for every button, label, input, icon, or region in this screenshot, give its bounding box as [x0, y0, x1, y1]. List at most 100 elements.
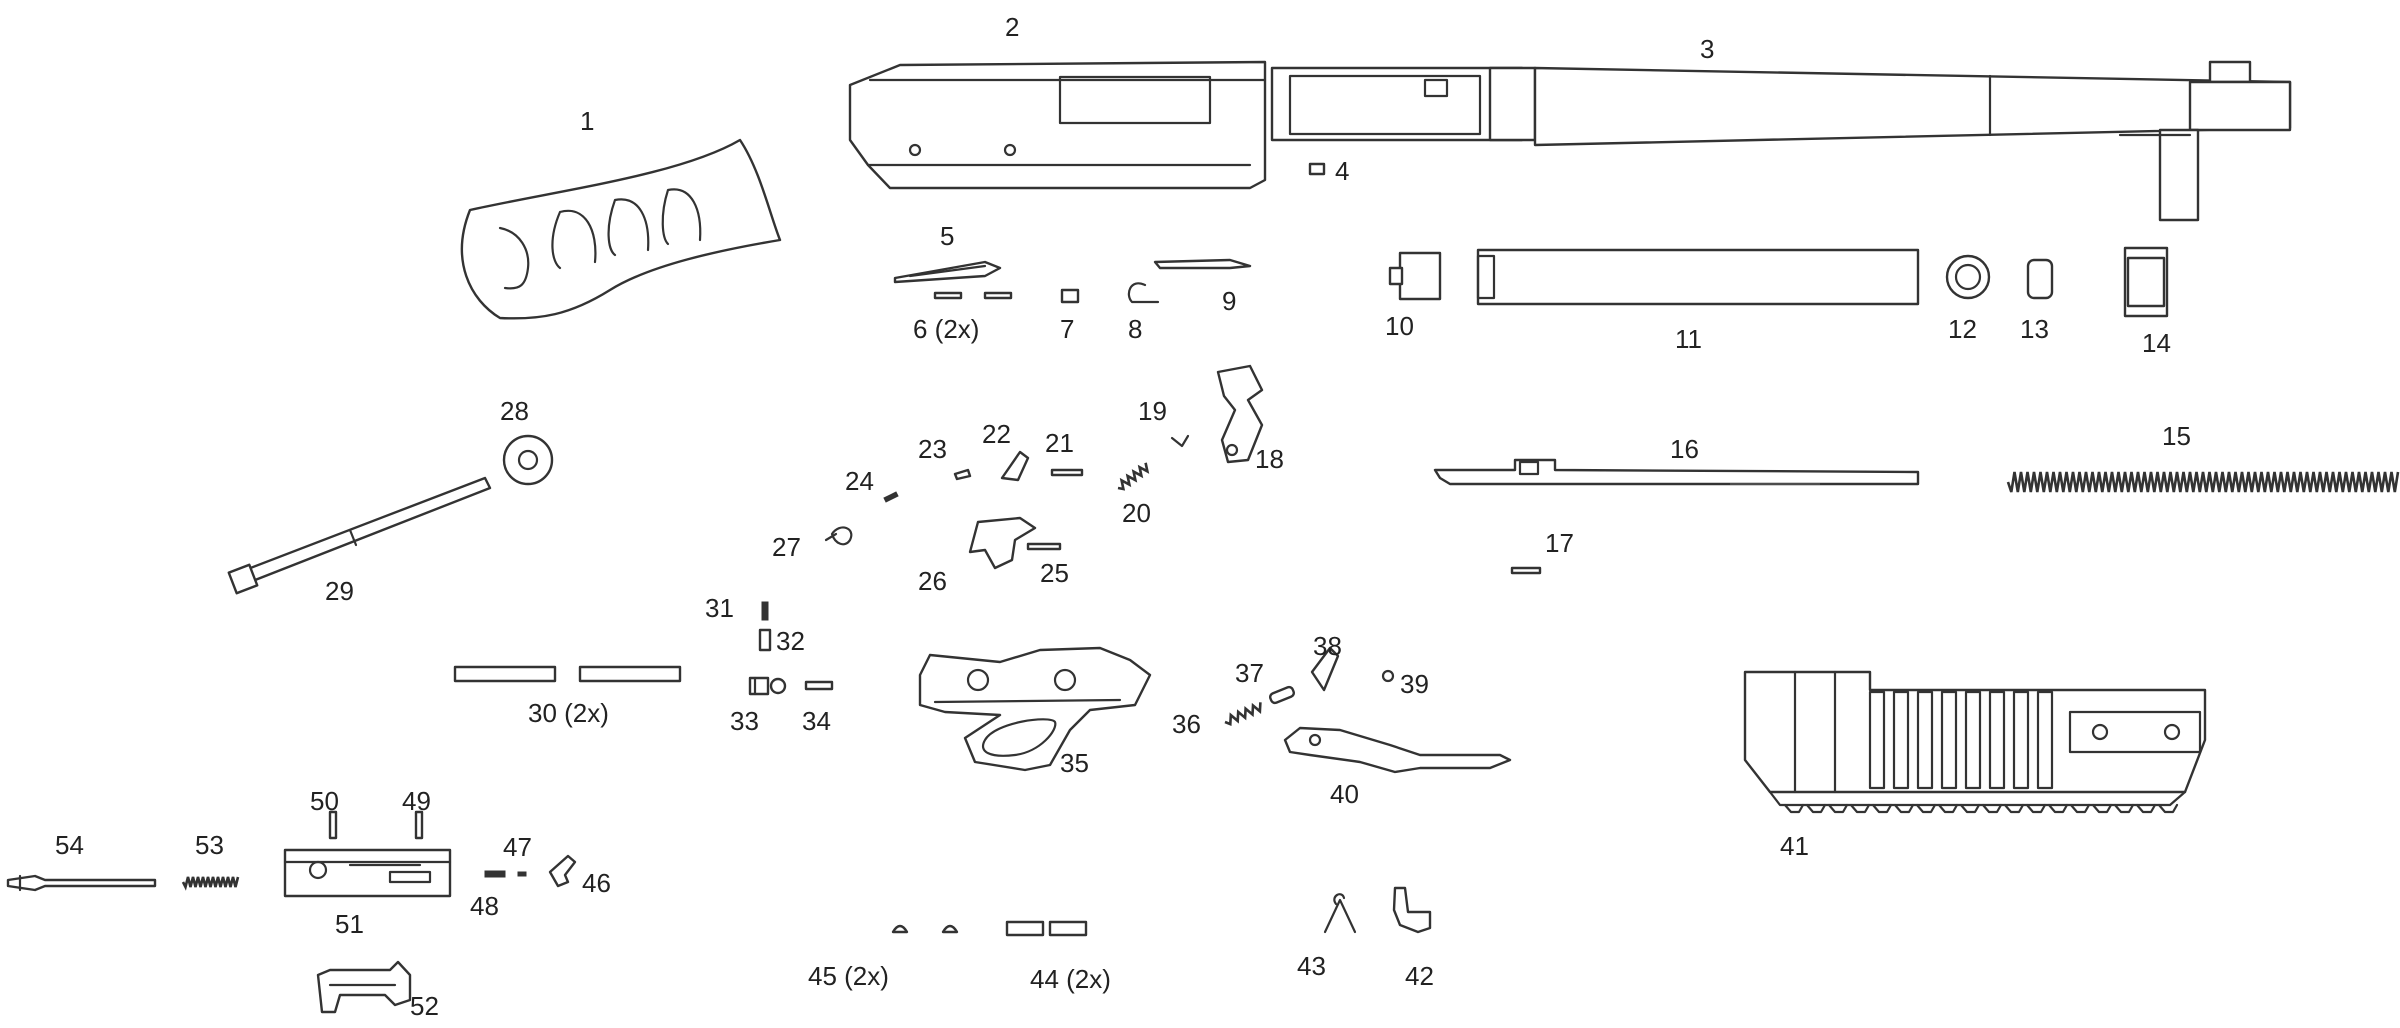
part-38-latch — [1310, 646, 1340, 692]
part-27-clip — [824, 526, 853, 546]
label-16: 16 — [1670, 434, 1699, 464]
label-1: 1 — [580, 106, 594, 136]
part-15-long-spring — [2006, 471, 2400, 493]
label-53: 53 — [195, 830, 224, 860]
part-54-firing-pin — [6, 874, 157, 892]
part-9-extractor — [1153, 258, 1252, 270]
label-13: 13 — [2020, 314, 2049, 344]
part-36-spring — [1224, 702, 1262, 726]
part-8-spring-clip — [1127, 282, 1160, 304]
part-49-pin — [414, 810, 424, 840]
part-44-pin-b — [1048, 920, 1088, 937]
label-20: 20 — [1122, 498, 1151, 528]
part-32-plunger — [758, 628, 772, 652]
label-27: 27 — [772, 532, 801, 562]
part-51-bolt — [283, 848, 452, 898]
part-1-grip — [460, 138, 782, 320]
part-18-hammer — [1216, 364, 1264, 464]
label-48: 48 — [470, 891, 499, 921]
part-35-trigger-guard — [918, 646, 1152, 772]
part-19-clip — [1170, 434, 1190, 448]
label-32: 32 — [776, 626, 805, 656]
part-53-spring — [181, 876, 240, 891]
part-52-bolt-carrier — [316, 960, 412, 1014]
label-19: 19 — [1138, 396, 1167, 426]
label-6: 6 (2x) — [913, 314, 979, 344]
label-29: 29 — [325, 576, 354, 606]
label-4: 4 — [1335, 156, 1349, 186]
label-14: 14 — [2142, 328, 2171, 358]
part-21-pin — [1050, 468, 1084, 477]
label-34: 34 — [802, 706, 831, 736]
part-46-latch — [548, 854, 577, 888]
label-36: 36 — [1172, 709, 1201, 739]
label-49: 49 — [402, 786, 431, 816]
part-45-ball-b — [941, 924, 959, 934]
label-28: 28 — [500, 396, 529, 426]
label-40: 40 — [1330, 779, 1359, 809]
part-12-ring — [1945, 254, 1991, 300]
part-23-pin — [953, 468, 972, 481]
label-31: 31 — [705, 593, 734, 623]
part-25-pin — [1026, 542, 1062, 551]
label-7: 7 — [1060, 314, 1074, 344]
part-13-follower — [2026, 258, 2054, 300]
part-30-pin-a — [453, 665, 557, 683]
part-24-spring — [883, 491, 899, 503]
part-50-pin — [328, 810, 338, 840]
part-3-barrel — [1270, 60, 2292, 222]
label-3: 3 — [1700, 34, 1714, 64]
label-37: 37 — [1235, 658, 1264, 688]
label-38: 38 — [1313, 631, 1342, 661]
part-48-spring — [484, 870, 506, 878]
label-45: 45 (2x) — [808, 961, 889, 991]
label-9: 9 — [1222, 286, 1236, 316]
part-43-spring — [1323, 893, 1357, 934]
label-30: 30 (2x) — [528, 698, 609, 728]
label-17: 17 — [1545, 528, 1574, 558]
label-39: 39 — [1400, 669, 1429, 699]
label-44: 44 (2x) — [1030, 964, 1111, 994]
part-28-washer — [502, 434, 554, 486]
part-29-stock-bolt — [227, 476, 492, 595]
label-47: 47 — [503, 832, 532, 862]
part-11-magazine-tube — [1476, 248, 1920, 306]
label-23: 23 — [918, 434, 947, 464]
label-43: 43 — [1297, 951, 1326, 981]
label-41: 41 — [1780, 831, 1809, 861]
part-17-pin — [1510, 566, 1542, 575]
part-16-action-bar — [1433, 458, 1920, 486]
part-37-plunger — [1269, 685, 1295, 705]
label-21: 21 — [1045, 428, 1074, 458]
part-26-trigger — [968, 516, 1037, 570]
label-22: 22 — [982, 419, 1011, 449]
part-2-receiver — [848, 60, 1267, 190]
label-12: 12 — [1948, 314, 1977, 344]
part-42-pawl — [1392, 886, 1432, 934]
part-20-spring — [1117, 462, 1150, 491]
label-54: 54 — [55, 830, 84, 860]
part-33-detent — [748, 676, 787, 696]
label-24: 24 — [845, 466, 874, 496]
part-39-screw — [1381, 669, 1395, 683]
part-34-pin — [804, 680, 834, 691]
part-10-cap — [1388, 251, 1442, 301]
label-42: 42 — [1405, 961, 1434, 991]
label-11: 11 — [1675, 324, 1702, 354]
label-18: 18 — [1255, 444, 1284, 474]
label-46: 46 — [582, 868, 611, 898]
part-6-pin-b — [983, 291, 1013, 300]
part-14-nut — [2123, 246, 2169, 318]
label-2: 2 — [1005, 12, 1019, 42]
label-51: 51 — [335, 909, 364, 939]
label-33: 33 — [730, 706, 759, 736]
part-31-spring — [761, 601, 769, 621]
label-35: 35 — [1060, 748, 1089, 778]
label-25: 25 — [1040, 558, 1069, 588]
part-5-lever — [893, 260, 1002, 284]
label-50: 50 — [310, 786, 339, 816]
part-40-carrier — [1283, 726, 1512, 774]
part-44-pin-a — [1005, 920, 1045, 937]
label-10: 10 — [1385, 311, 1414, 341]
